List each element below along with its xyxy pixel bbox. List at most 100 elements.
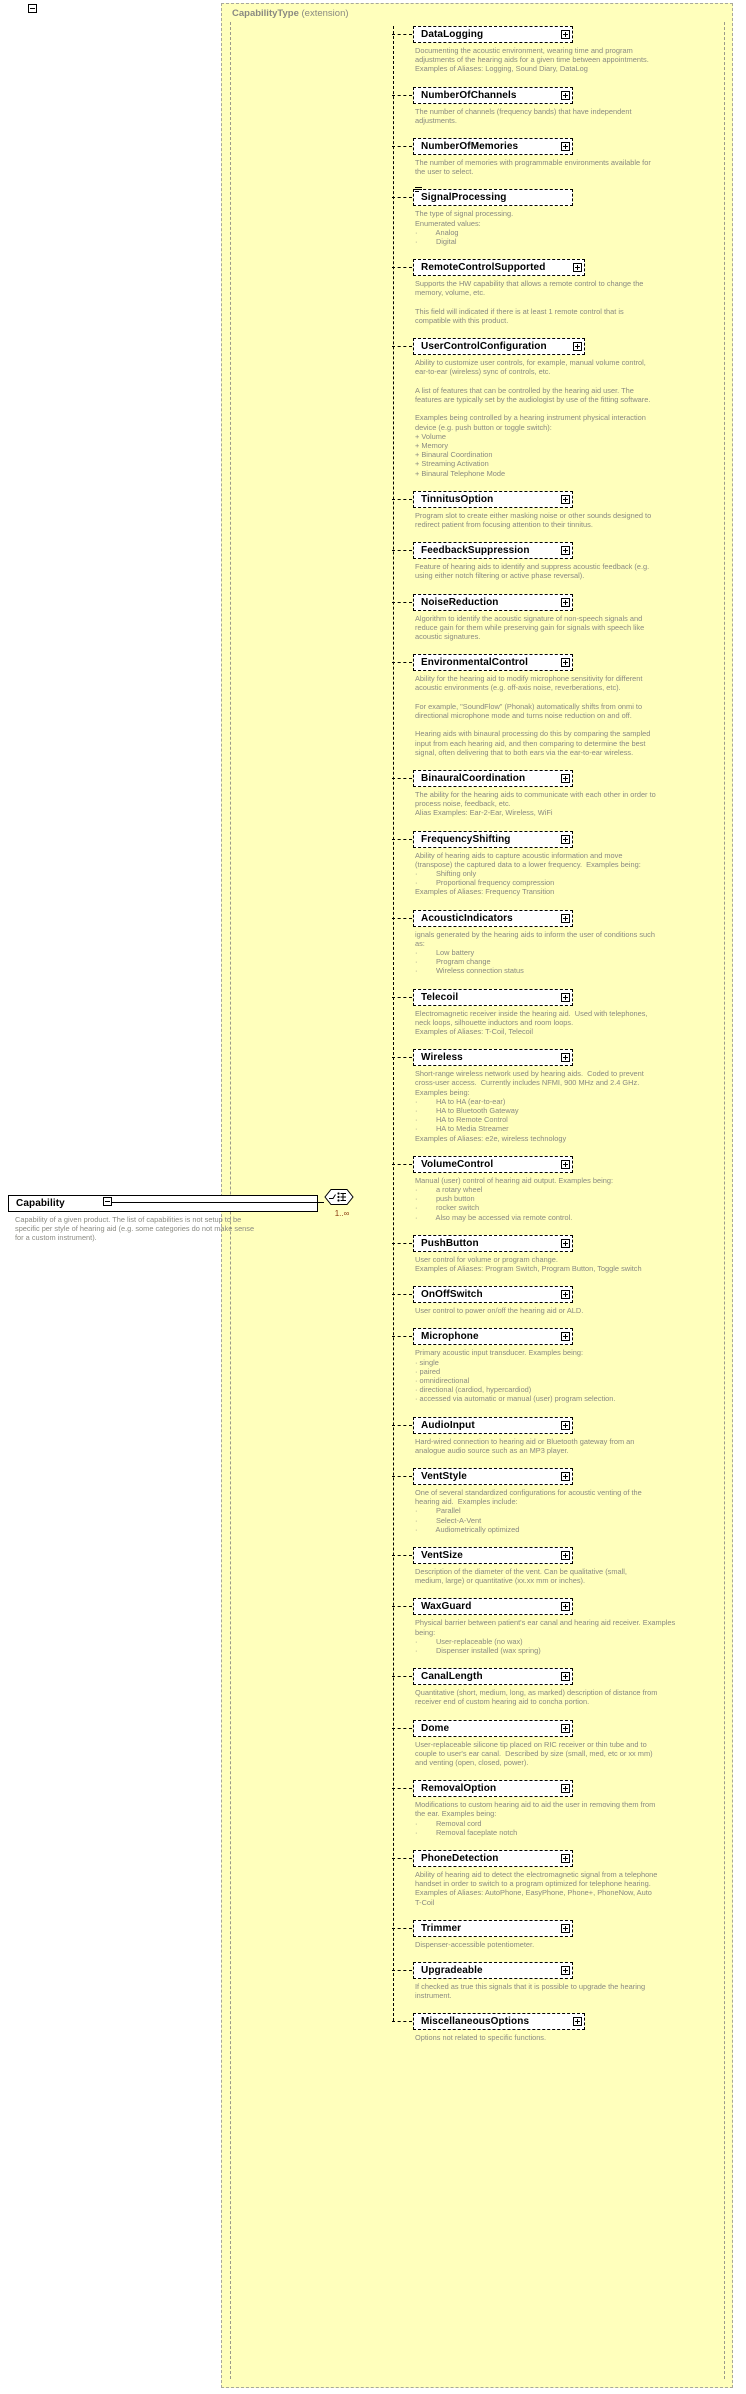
expand-plus-icon[interactable] xyxy=(573,342,582,352)
sequence-compositor[interactable]: 1..∞ xyxy=(324,1188,364,1218)
element-box-wrapper[interactable]: VentStyle xyxy=(413,1468,713,1488)
element-box[interactable]: WaxGuard xyxy=(413,1598,573,1616)
element-box[interactable]: RemoteControlSupported xyxy=(413,259,585,277)
expand-plus-icon[interactable] xyxy=(561,774,570,783)
element-box-wrapper[interactable]: VolumeControl xyxy=(413,1155,713,1176)
expand-plus-icon[interactable] xyxy=(573,2017,582,2027)
element-box[interactable]: Telecoil xyxy=(413,988,573,1006)
element-box-wrapper[interactable]: MiscellaneousOptions xyxy=(413,2013,713,2034)
element-box[interactable]: CanalLength xyxy=(413,1668,573,1686)
expand-plus-icon[interactable] xyxy=(561,1923,570,1933)
element-box-wrapper[interactable]: AudioInput xyxy=(413,1416,713,1437)
element-box-wrapper[interactable]: Upgradeable xyxy=(413,1962,713,1982)
expand-plus-icon[interactable] xyxy=(573,263,582,273)
element-box-wrapper[interactable]: BinauralCoordination xyxy=(413,770,713,790)
expand-plus-icon[interactable] xyxy=(561,1472,570,1481)
element-box[interactable]: UserControlConfiguration xyxy=(413,338,585,356)
element-box[interactable]: PushButton xyxy=(413,1234,573,1252)
element-box[interactable]: AcousticIndicators xyxy=(413,909,573,927)
element-box-wrapper[interactable]: WaxGuard xyxy=(413,1598,713,1619)
element-box-wrapper[interactable]: SignalProcessing xyxy=(413,187,713,210)
element-box-wrapper[interactable]: PushButton xyxy=(413,1234,713,1255)
element-box[interactable]: AudioInput xyxy=(413,1416,573,1434)
expand-plus-icon[interactable] xyxy=(561,597,570,607)
element-box-wrapper[interactable]: VentSize xyxy=(413,1547,713,1567)
element-box-wrapper[interactable]: OnOffSwitch xyxy=(413,1286,713,1307)
element-box-wrapper[interactable]: UserControlConfiguration xyxy=(413,338,713,359)
element-box[interactable]: Wireless xyxy=(413,1049,573,1067)
element-box[interactable]: Trimmer xyxy=(413,1919,573,1937)
element-box-wrapper[interactable]: Wireless xyxy=(413,1049,713,1070)
expand-plus-icon[interactable] xyxy=(561,1420,570,1430)
expand-plus-icon[interactable] xyxy=(561,142,570,151)
element-box[interactable]: VentSize xyxy=(413,1547,573,1564)
element-box[interactable]: PhoneDetection xyxy=(413,1850,573,1867)
expand-plus-icon[interactable] xyxy=(561,1290,570,1300)
expand-plus-icon[interactable] xyxy=(561,1672,570,1682)
expand-plus-icon[interactable] xyxy=(561,1854,570,1863)
expand-plus-icon[interactable] xyxy=(561,1602,570,1612)
element-box[interactable]: TinnitusOption xyxy=(413,490,573,508)
capability-element-box[interactable]: Capability xyxy=(8,1195,318,1212)
expand-plus-icon[interactable] xyxy=(561,1159,570,1169)
expand-plus-icon[interactable] xyxy=(561,992,570,1002)
element-description: Electromagnetic receiver inside the hear… xyxy=(415,1008,648,1036)
expand-plus-icon[interactable] xyxy=(561,1053,570,1063)
element-box[interactable]: FeedbackSuppression xyxy=(413,542,573,560)
element-box-wrapper[interactable]: AcousticIndicators xyxy=(413,909,713,930)
element-box-wrapper[interactable]: Telecoil xyxy=(413,988,713,1009)
expand-plus-icon[interactable] xyxy=(561,1723,570,1733)
expand-plus-icon[interactable] xyxy=(561,658,570,668)
expand-plus-icon[interactable] xyxy=(561,913,570,923)
expand-plus-icon[interactable] xyxy=(561,30,570,39)
element-box-wrapper[interactable]: TinnitusOption xyxy=(413,490,713,511)
element-box[interactable]: VentStyle xyxy=(413,1468,573,1485)
element-box[interactable]: MiscellaneousOptions xyxy=(413,2013,585,2031)
element-box-wrapper[interactable]: Trimmer xyxy=(413,1919,713,1940)
element-box[interactable]: VolumeControl xyxy=(413,1155,573,1173)
expand-plus-icon[interactable] xyxy=(561,834,570,844)
element-box-wrapper[interactable]: Dome xyxy=(413,1719,713,1740)
element-box-wrapper[interactable]: EnvironmentalControl xyxy=(413,654,713,675)
element-box[interactable]: OnOffSwitch xyxy=(413,1286,573,1304)
element-box[interactable]: EnvironmentalControl xyxy=(413,654,573,672)
element-name-label: EnvironmentalControl xyxy=(421,657,529,669)
element-box-wrapper[interactable]: NumberOfMemories xyxy=(413,138,713,158)
element-box[interactable]: SignalProcessing xyxy=(413,187,573,207)
element-box-wrapper[interactable]: CanalLength xyxy=(413,1668,713,1689)
expand-plus-icon[interactable] xyxy=(561,1332,570,1342)
element-box[interactable]: RemovalOption xyxy=(413,1780,573,1798)
expand-plus-icon[interactable] xyxy=(561,1966,570,1975)
capability-collapse-toggle[interactable] xyxy=(103,1197,112,1206)
sequence-collapse-toggle[interactable] xyxy=(28,4,37,13)
element-box-wrapper[interactable]: RemoteControlSupported xyxy=(413,259,713,280)
element-box-wrapper[interactable]: NumberOfChannels xyxy=(413,86,713,107)
expand-plus-icon[interactable] xyxy=(561,90,570,100)
element-box[interactable]: DataLogging xyxy=(413,26,573,43)
expand-plus-icon[interactable] xyxy=(561,546,570,556)
expand-plus-icon[interactable] xyxy=(561,1238,570,1248)
element-box[interactable]: NoiseReduction xyxy=(413,593,573,611)
element-box[interactable]: FrequencyShifting xyxy=(413,830,573,848)
element-name-label: VentSize xyxy=(421,1550,463,1561)
element-box[interactable]: NumberOfChannels xyxy=(413,86,573,104)
element-description: Algorithm to identify the acoustic signa… xyxy=(415,613,645,641)
element-box-wrapper[interactable]: Microphone xyxy=(413,1328,713,1349)
element-box[interactable]: Microphone xyxy=(413,1328,573,1346)
element-box[interactable]: NumberOfMemories xyxy=(413,138,573,155)
element-box-wrapper[interactable]: FeedbackSuppression xyxy=(413,542,713,563)
element-box[interactable]: Dome xyxy=(413,1719,573,1737)
element-box[interactable]: BinauralCoordination xyxy=(413,770,573,787)
element-box-wrapper[interactable]: FrequencyShifting xyxy=(413,830,713,851)
element-box[interactable]: Upgradeable xyxy=(413,1962,573,1979)
expand-plus-icon[interactable] xyxy=(561,1551,570,1560)
element-box-wrapper[interactable]: DataLogging xyxy=(413,26,713,46)
element-box-wrapper[interactable]: PhoneDetection xyxy=(413,1850,713,1870)
element-box-wrapper[interactable]: NoiseReduction xyxy=(413,593,713,614)
expand-plus-icon[interactable] xyxy=(561,494,570,504)
expand-plus-icon[interactable] xyxy=(561,1784,570,1794)
element-box-wrapper[interactable]: RemovalOption xyxy=(413,1780,713,1801)
